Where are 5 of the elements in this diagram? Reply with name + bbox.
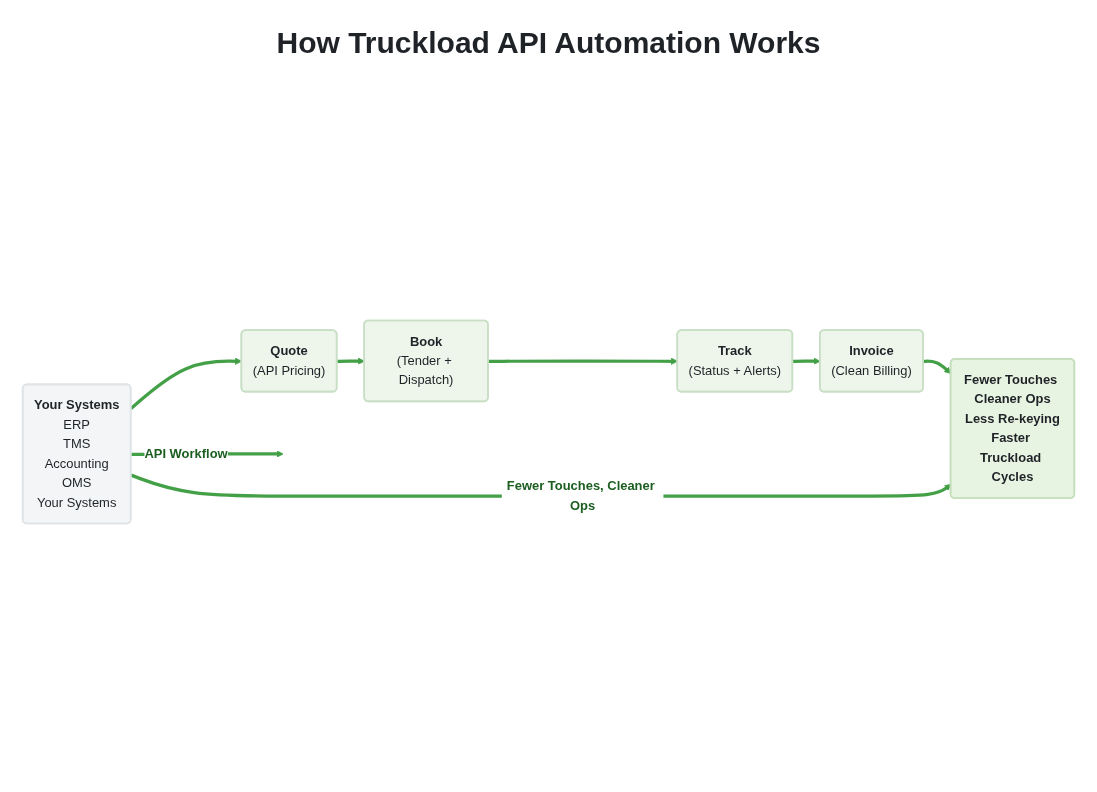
arrow: [488, 357, 678, 365]
edge-label: Fewer Touches, Cleaner Ops: [506, 479, 655, 513]
arrow: [337, 357, 365, 365]
edge-label: API Workflow: [144, 446, 228, 461]
title: How Truckload API Automation Works: [276, 26, 821, 60]
